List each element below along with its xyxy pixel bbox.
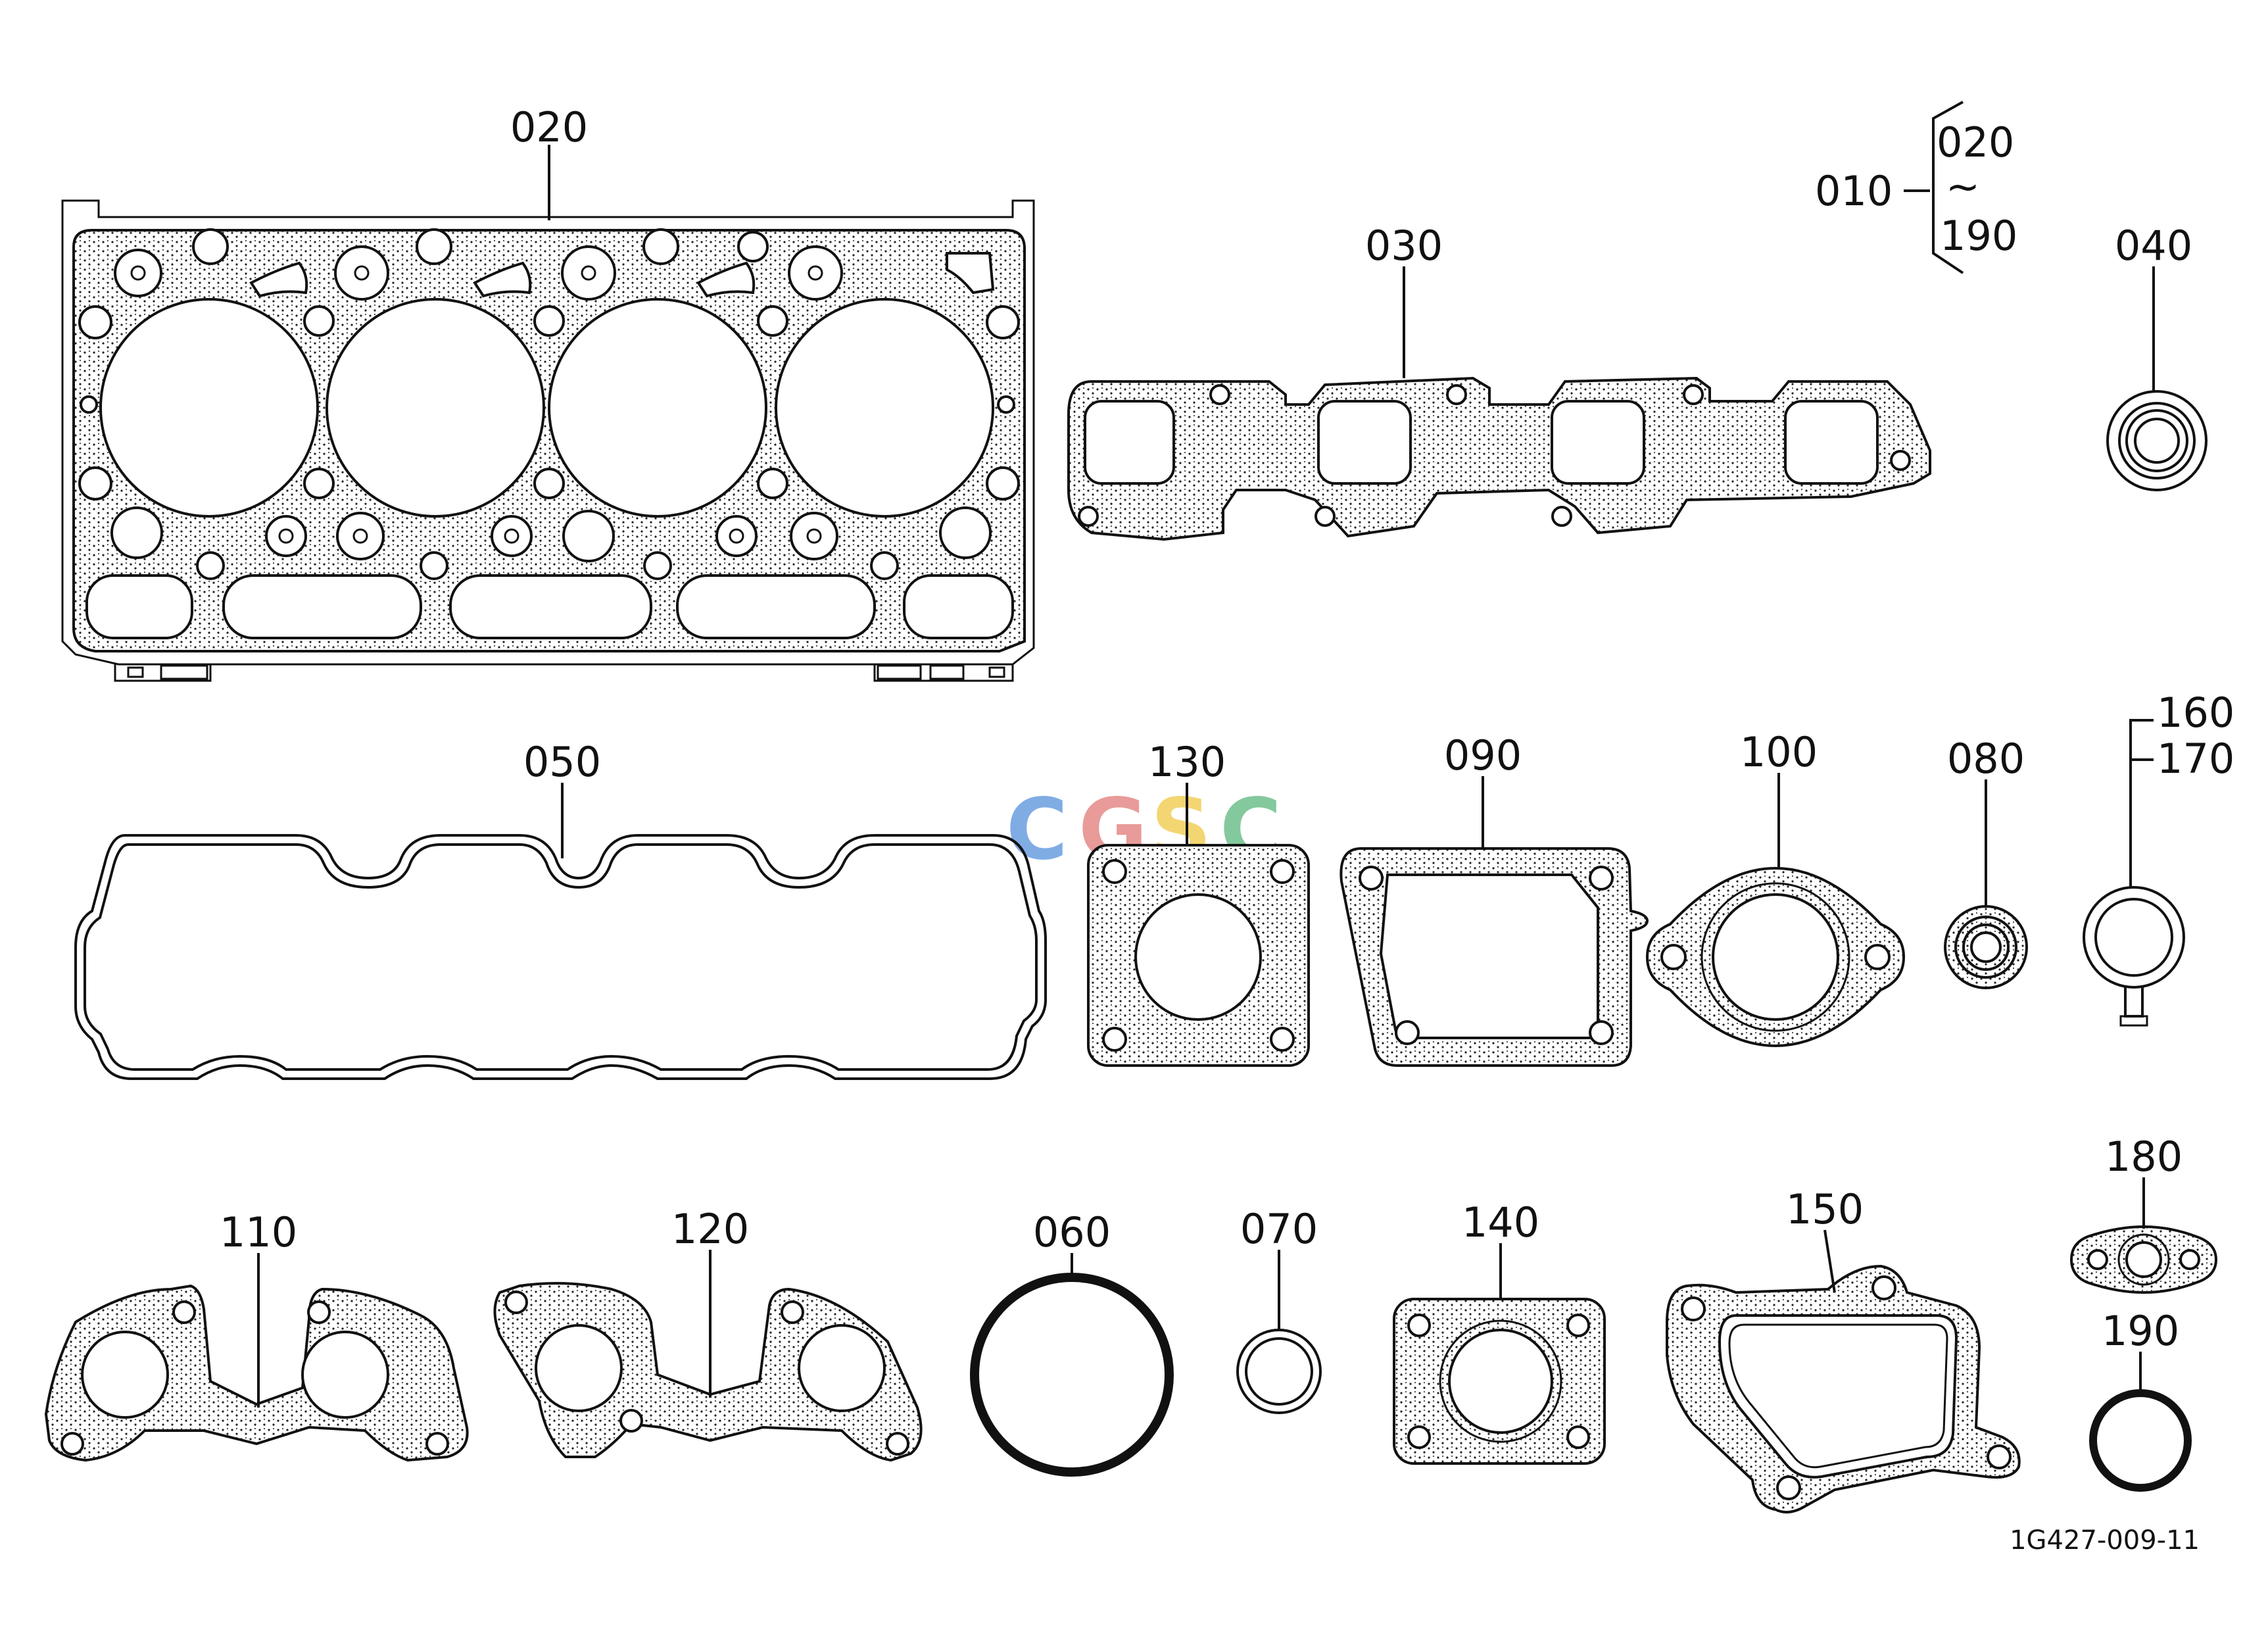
watermark-letter-1: C (1006, 781, 1068, 879)
set-range-end: 190 (1940, 212, 2017, 260)
label-070: 070 (1240, 1205, 1318, 1253)
set-range-start: 020 (1937, 118, 2014, 166)
label-160: 160 (2157, 689, 2234, 737)
set-range-separator: ~ (1946, 162, 1980, 210)
part-040-oil-seal[interactable] (2106, 390, 2208, 491)
part-110-manifold-gasket[interactable] (44, 1284, 469, 1462)
part-190-o-ring[interactable] (2089, 1389, 2192, 1492)
label-010: 010 (1815, 167, 1893, 215)
part-140-flange-gasket[interactable] (1393, 1298, 1606, 1465)
part-120-manifold-gasket[interactable] (493, 1282, 923, 1462)
label-190: 190 (2102, 1307, 2179, 1355)
part-020-head-gasket[interactable] (61, 199, 1035, 682)
part-160-170-tagged-ring[interactable] (2083, 886, 2185, 1027)
label-020: 020 (510, 103, 588, 151)
part-030-manifold-gasket[interactable] (1067, 376, 1931, 541)
label-110: 110 (220, 1208, 297, 1256)
label-180: 180 (2105, 1133, 2183, 1181)
label-060: 060 (1033, 1208, 1111, 1256)
leader-lines (257, 101, 2155, 1408)
label-080: 080 (1947, 735, 2025, 783)
label-120: 120 (671, 1205, 749, 1253)
part-100-outlet-gasket[interactable] (1645, 866, 1906, 1048)
label-140: 140 (1462, 1198, 1539, 1246)
label-150: 150 (1786, 1185, 1864, 1233)
part-080-seal[interactable] (1944, 905, 2028, 989)
label-170: 170 (2157, 735, 2234, 783)
part-060-o-ring[interactable] (970, 1273, 1174, 1477)
drawing-code: 1G427-009-11 (2010, 1525, 2200, 1556)
label-130: 130 (1148, 738, 1226, 786)
part-070-ring[interactable] (1236, 1329, 1322, 1414)
label-030: 030 (1365, 222, 1443, 270)
part-180-small-gasket[interactable] (2069, 1225, 2218, 1294)
label-090: 090 (1444, 731, 1522, 779)
part-050-head-cover-gasket[interactable] (74, 834, 1047, 1080)
kit-set-callout: 010 020 ~ 190 (1815, 118, 2017, 260)
label-050: 050 (523, 738, 601, 786)
part-150-pump-gasket[interactable] (1666, 1264, 2021, 1513)
label-100: 100 (1740, 728, 1818, 776)
part-labels: 020 030 040 050 130 090 100 080 160 170 … (220, 103, 2235, 1355)
label-040: 040 (2115, 222, 2192, 270)
part-130-flange-gasket[interactable] (1087, 844, 1310, 1067)
part-090-cover-gasket[interactable] (1339, 847, 1649, 1067)
